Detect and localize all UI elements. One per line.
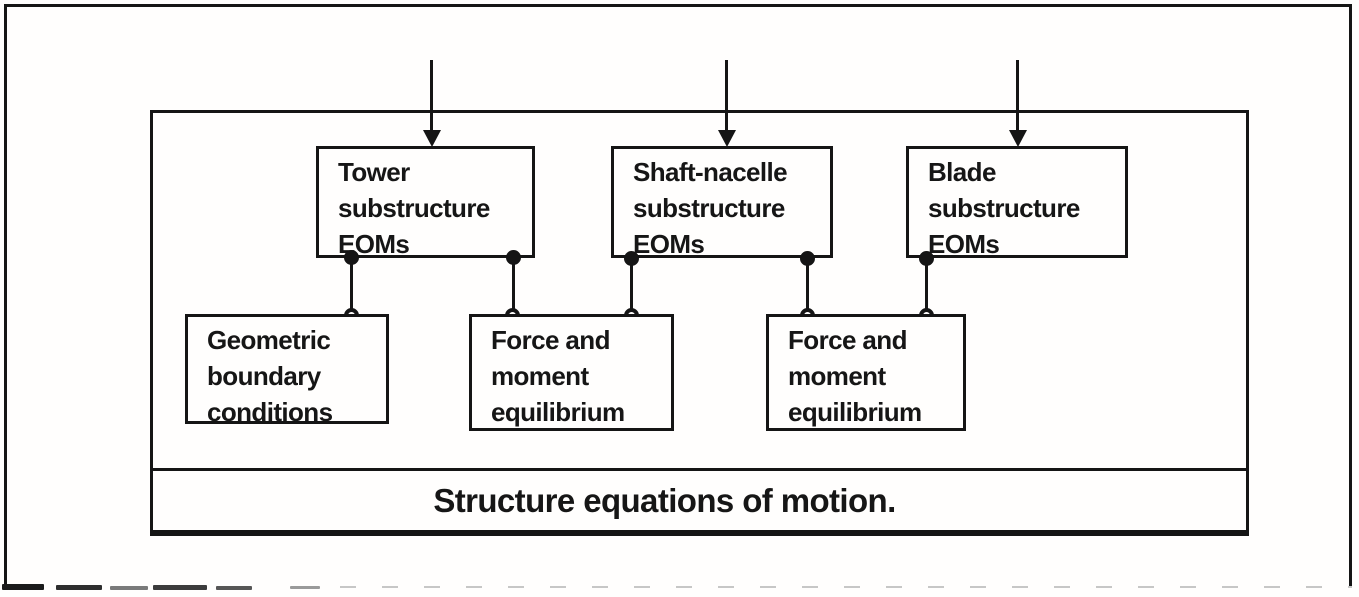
structure-eom-container-box <box>150 110 1249 536</box>
input-arrow-blade-line <box>1016 60 1019 133</box>
footer-band: Structure equations of motion. <box>150 468 1249 533</box>
connector-dot <box>506 250 521 265</box>
node-label: Tower substructure EOMs <box>338 157 490 259</box>
input-arrow-tower-shaft-line <box>430 60 433 133</box>
scan-artifact-chip <box>216 586 252 590</box>
scan-artifact-chip <box>56 585 102 590</box>
outer-page-border <box>4 4 1352 586</box>
scan-artifact-chip <box>153 585 207 590</box>
node-label: Force and moment equilibrium <box>491 325 625 427</box>
edge-tower-to-geometric-line <box>350 256 353 316</box>
edge-shaft-to-force-right-line <box>806 256 809 316</box>
node-shaft-nacelle-substructure-eoms: Shaft-nacelle substructure EOMs <box>611 146 833 259</box>
connector-dot <box>344 250 359 265</box>
node-force-moment-equilibrium-right: Force and moment equilibrium <box>766 314 966 431</box>
edge-shaft-to-force-left-line <box>630 256 633 316</box>
node-label: Geometric boundary conditions <box>207 325 333 427</box>
arrow-down-icon <box>718 130 736 147</box>
arrow-down-icon <box>423 130 441 147</box>
node-label: Shaft-nacelle substructure EOMs <box>633 157 788 259</box>
edge-tower-to-force-left-line <box>512 256 515 316</box>
node-blade-substructure-eoms: Blade substructure EOMs <box>906 146 1128 259</box>
footer-caption: Structure equations of motion. <box>433 481 896 519</box>
connector-dot <box>919 251 934 266</box>
scan-artifact-bottom-line <box>340 586 1352 588</box>
node-force-moment-equilibrium-left: Force and moment equilibrium <box>469 314 674 431</box>
scan-artifact-chip <box>110 586 148 590</box>
scan-artifact-chip <box>2 584 44 590</box>
connector-dot <box>624 251 639 266</box>
node-label: Blade substructure EOMs <box>928 157 1080 259</box>
arrow-down-icon <box>1009 130 1027 147</box>
node-label: Force and moment equilibrium <box>788 325 922 427</box>
input-arrow-shaft-nacelle-line <box>725 60 728 133</box>
scan-artifact-chip <box>290 586 320 589</box>
edge-blade-to-force-right-line <box>925 256 928 316</box>
node-geometric-boundary-conditions: Geometric boundary conditions <box>185 314 389 427</box>
connector-dot <box>800 251 815 266</box>
node-tower-substructure-eoms: Tower substructure EOMs <box>316 146 535 259</box>
